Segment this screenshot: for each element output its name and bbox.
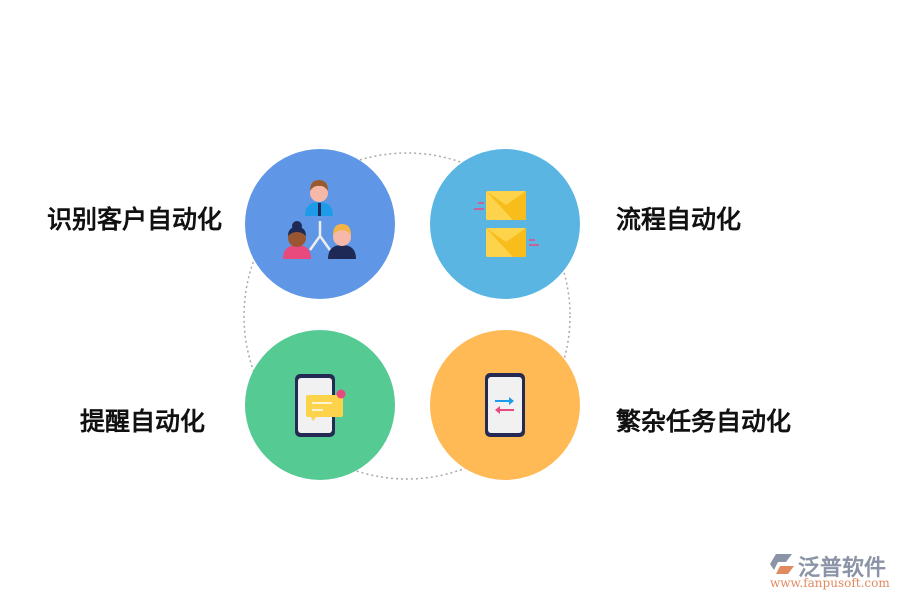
logo-url: www.fanpusoft.com <box>770 576 890 590</box>
phone-transfer-icon <box>485 373 525 437</box>
circle-process <box>430 149 580 299</box>
logo-name: 泛普软件 <box>798 556 887 581</box>
label-remind: 提醒自动化 <box>80 407 206 436</box>
dotted-ring <box>243 152 571 480</box>
label-process: 流程自动化 <box>616 205 742 234</box>
label-identify: 识别客户自动化 <box>47 205 223 234</box>
label-tasks: 繁杂任务自动化 <box>616 407 792 436</box>
phone-message-icon <box>295 374 346 437</box>
people-hierarchy-icon <box>283 180 356 259</box>
logo-mark-icon <box>770 554 794 574</box>
envelopes-icon <box>474 191 539 257</box>
